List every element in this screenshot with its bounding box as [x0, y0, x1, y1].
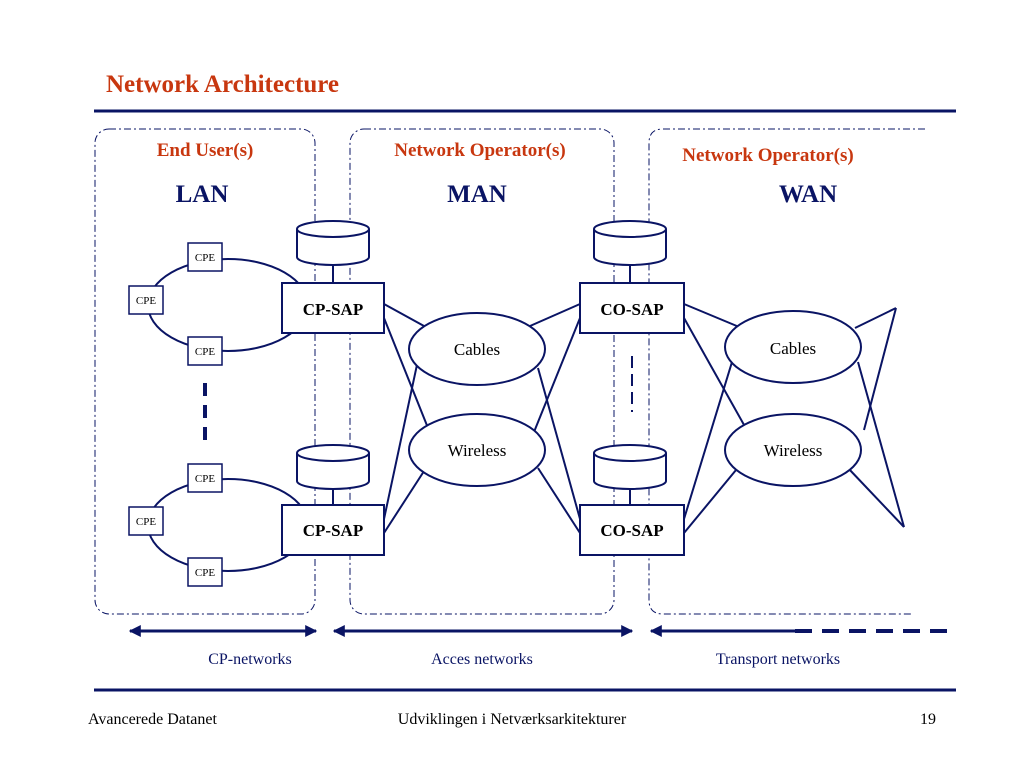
co-sap-label: CO-SAP: [600, 300, 663, 319]
cp-sap-label: CP-SAP: [303, 521, 363, 540]
man-wireless-node: Wireless: [408, 413, 546, 487]
wan-cables-node: Cables: [724, 310, 862, 384]
cp-sap-node: CP-SAP: [281, 282, 385, 334]
footer-left-text: Avancerede Datanet: [88, 711, 218, 728]
slide-title: Network Architecture: [106, 71, 339, 98]
man-role-label: Network Operator(s): [394, 140, 565, 161]
cpe-node: CPE: [187, 336, 223, 366]
cp-sap-node: CP-SAP: [281, 504, 385, 556]
cp-sap-label: CP-SAP: [303, 300, 363, 319]
cpe-label: CPE: [195, 567, 215, 579]
co-sap-node: CO-SAP: [579, 504, 685, 556]
cpe-node: CPE: [128, 506, 164, 536]
lan-role-label: End User(s): [157, 140, 254, 161]
database-icon: [296, 220, 370, 266]
database-icon: [593, 220, 667, 266]
cpe-node: CPE: [187, 557, 223, 587]
access-networks-label: Acces networks: [431, 651, 533, 668]
db-sap-connectors: [332, 265, 631, 505]
man-cables-node: Cables: [408, 312, 546, 386]
cpe-node: CPE: [187, 463, 223, 493]
wan-role-label: Network Operator(s): [682, 145, 853, 166]
wireless-label: Wireless: [764, 441, 823, 460]
cpe-label: CPE: [195, 252, 215, 264]
co-sap-node: CO-SAP: [579, 282, 685, 334]
cables-label: Cables: [454, 340, 500, 359]
database-icon: [593, 444, 667, 490]
cables-label: Cables: [770, 339, 816, 358]
man-name-label: MAN: [447, 181, 507, 208]
lan-name-label: LAN: [176, 181, 229, 208]
cpe-label: CPE: [136, 295, 156, 307]
footer-center-text: Udviklingen i Netværksarkitekturer: [398, 711, 627, 728]
page-number: 19: [920, 711, 936, 728]
cpe-label: CPE: [195, 473, 215, 485]
wan-zone-box: [648, 128, 925, 615]
wan-wireless-node: Wireless: [724, 413, 862, 487]
cp-networks-label: CP-networks: [208, 651, 292, 668]
wireless-label: Wireless: [448, 441, 507, 460]
database-icon: [296, 444, 370, 490]
transport-networks-label: Transport networks: [716, 651, 840, 668]
cpe-label: CPE: [136, 516, 156, 528]
co-sap-label: CO-SAP: [600, 521, 663, 540]
cpe-node: CPE: [128, 285, 164, 315]
wan-name-label: WAN: [779, 181, 837, 208]
cpe-label: CPE: [195, 346, 215, 358]
lan-zone-box: [94, 128, 316, 615]
cpe-node: CPE: [187, 242, 223, 272]
man-zone-box: [349, 128, 615, 615]
